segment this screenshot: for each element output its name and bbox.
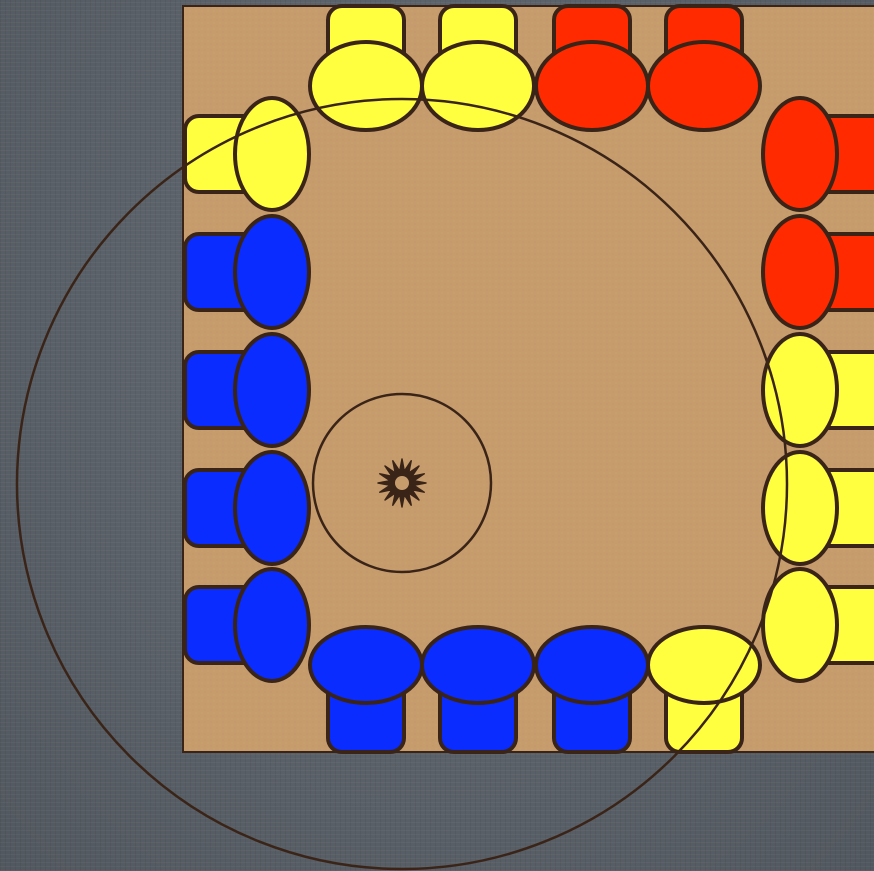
piece-top-3-red[interactable] [536, 6, 648, 130]
piece-bottom-3-blue[interactable] [536, 627, 648, 752]
piece-right-2-red[interactable] [763, 216, 874, 328]
piece-left-3-blue[interactable] [185, 334, 309, 446]
piece-right-1-red[interactable] [763, 98, 874, 210]
piece-top-4-red[interactable] [648, 6, 760, 130]
piece-left-5-blue[interactable] [185, 569, 309, 681]
piece-left-2-blue[interactable] [185, 216, 309, 328]
piece-top-1-yellow[interactable] [310, 6, 422, 130]
piece-bottom-1-blue[interactable] [310, 627, 422, 752]
piece-left-4-blue[interactable] [185, 452, 309, 564]
piece-bottom-2-blue[interactable] [422, 627, 534, 752]
piece-bottom-4-yellow[interactable] [648, 627, 760, 752]
piece-right-4-yellow[interactable] [763, 452, 874, 564]
piece-right-5-yellow[interactable] [763, 569, 874, 681]
piece-right-3-yellow[interactable] [763, 334, 874, 446]
piece-top-2-yellow[interactable] [422, 6, 534, 130]
starburst-icon[interactable] [378, 459, 426, 507]
